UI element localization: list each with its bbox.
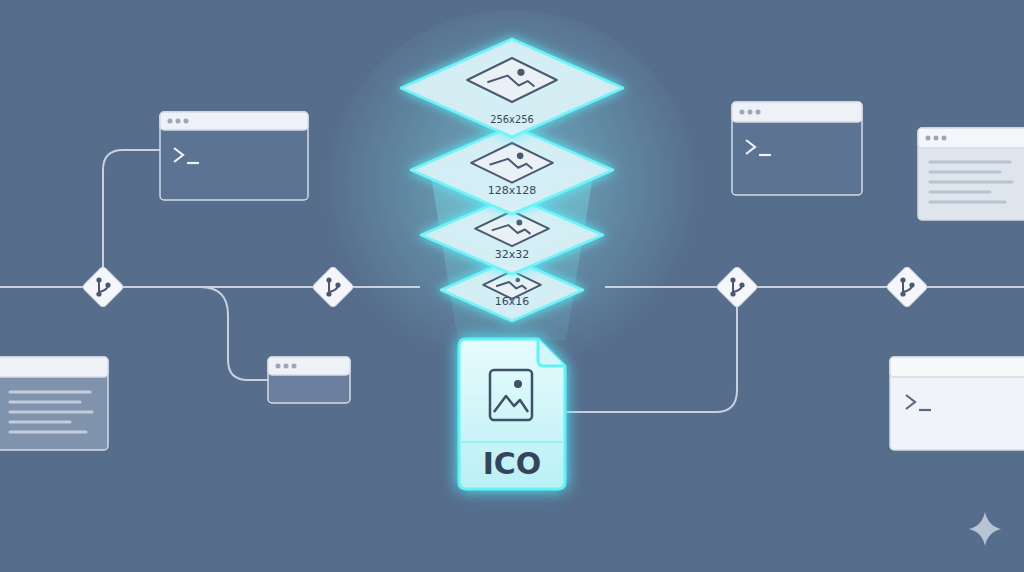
size-label: 128x128 — [410, 184, 614, 197]
file-type-label: ICO — [458, 445, 566, 483]
ico-file-icon: ICO — [458, 338, 566, 490]
size-layer: 256x256 — [400, 38, 624, 138]
size-label: 256x256 — [400, 113, 624, 126]
size-label: 32x32 — [420, 248, 604, 261]
size-layer: 128x128 — [410, 125, 614, 215]
size-label: 16x16 — [440, 295, 584, 308]
layer-outline — [410, 125, 614, 215]
